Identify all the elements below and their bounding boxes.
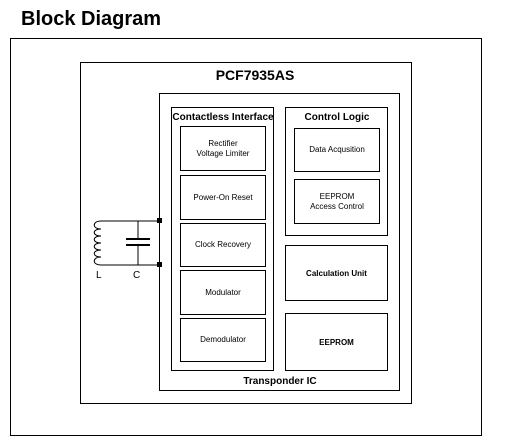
block-label: Rectifier: [208, 138, 238, 148]
block-label: Calculation Unit: [306, 268, 367, 278]
block-label: EEPROM: [319, 191, 355, 201]
block-label: Power-On Reset: [193, 192, 253, 202]
demodulator-block: Demodulator: [180, 318, 266, 362]
clock-recovery-block: Clock Recovery: [180, 223, 266, 267]
block-label: Voltage Limiter: [196, 148, 250, 158]
calculation-unit-block: Calculation Unit: [285, 245, 388, 301]
inductor-label: L: [96, 270, 102, 281]
block-label: Clock Recovery: [194, 240, 251, 249]
data-acquisition-block: Data Acqusition: [294, 128, 380, 172]
block-label: EEPROM: [319, 337, 354, 347]
page-title: Block Diagram: [21, 8, 162, 30]
control-logic-title: Control Logic: [304, 112, 370, 123]
chip-name: PCF7935AS: [215, 67, 295, 83]
transponder-ic-label: Transponder IC: [243, 376, 317, 387]
block-label: Demodulator: [200, 335, 246, 344]
modulator-block: Modulator: [180, 270, 266, 315]
inductor-coil: [93, 220, 102, 266]
block-label: Data Acqusition: [309, 145, 365, 154]
antenna-pad-top: [157, 218, 162, 223]
block-label: Access Control: [310, 201, 364, 211]
power-on-reset-block: Power-On Reset: [180, 175, 266, 220]
contactless-interface-title: Contactless Interface: [172, 112, 274, 123]
eeprom-block: EEPROM: [285, 313, 388, 371]
diagram-frame: [10, 38, 482, 436]
capacitor-label: C: [133, 270, 141, 281]
antenna-pad-bottom: [157, 262, 162, 267]
block-label: Modulator: [205, 287, 241, 297]
